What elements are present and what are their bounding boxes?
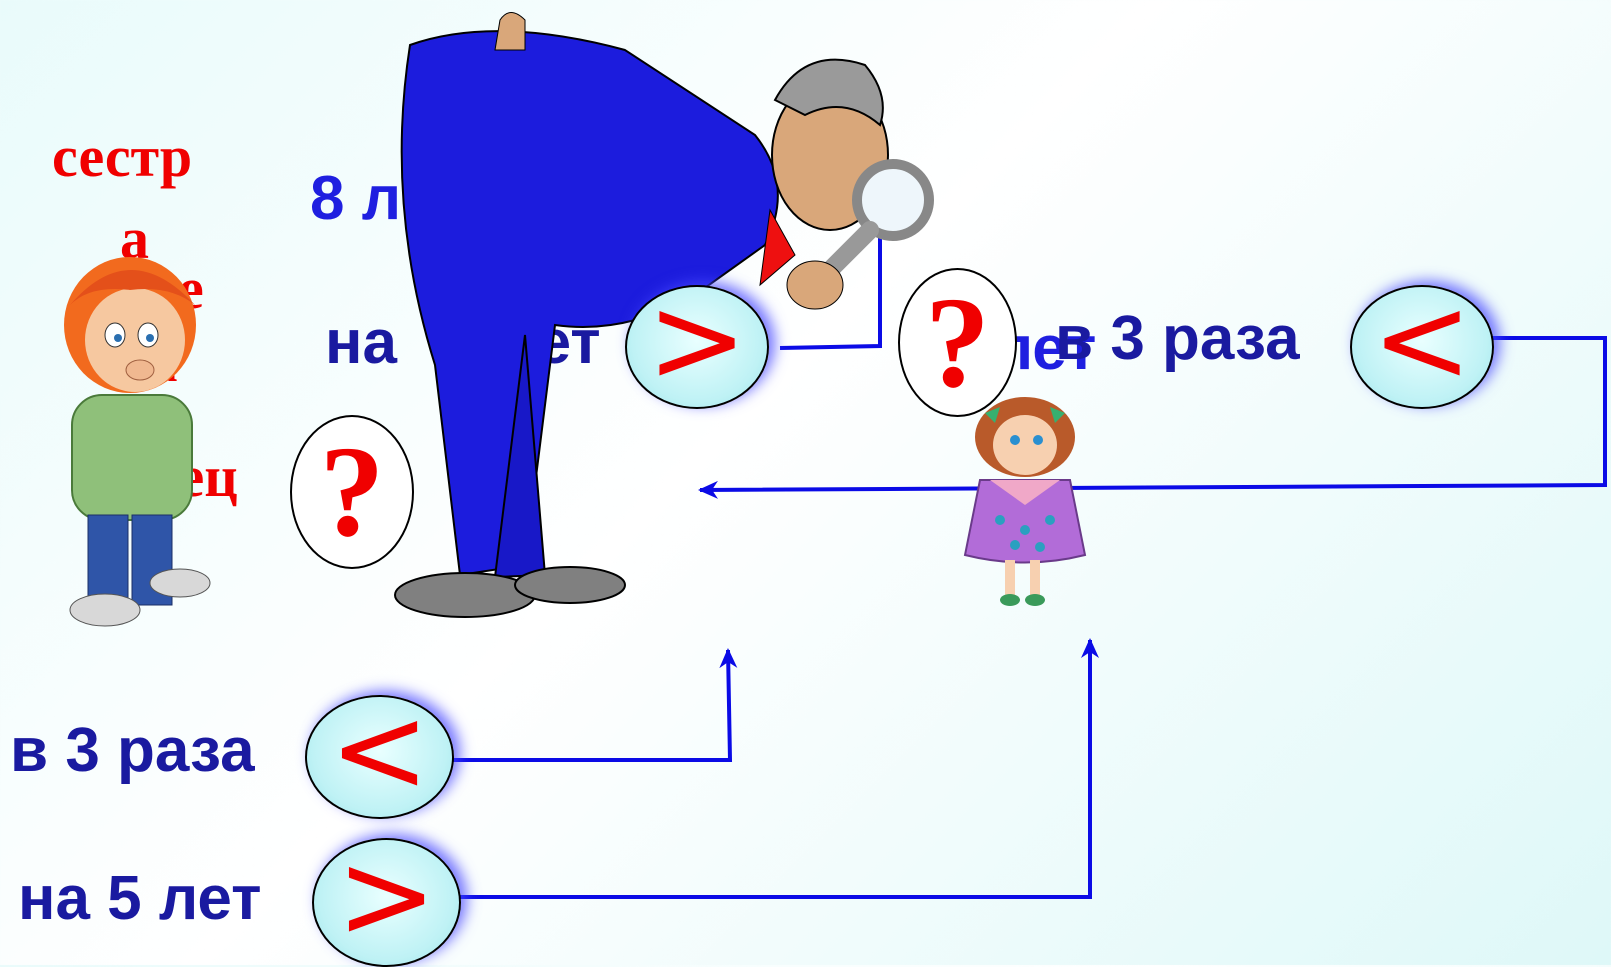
arrow-right-to-center [698, 336, 1607, 499]
girl-illustration [963, 397, 1087, 606]
question-oval-left[interactable]: ? [290, 415, 414, 569]
question-oval-right[interactable]: ? [898, 268, 1017, 417]
boy-illustration [64, 257, 211, 627]
label-na-top: на [325, 308, 397, 377]
less-than-oval-bottom[interactable]: < [305, 691, 454, 819]
less-than-oval-right[interactable]: < [1350, 281, 1494, 409]
label-v3raza-right: в 3 раза [1055, 304, 1300, 373]
label-na5let-bottom: на 5 лет [18, 864, 262, 933]
label-eight-years-top: 8 л [310, 164, 402, 233]
role-sister-part1: сестр [52, 124, 193, 189]
arrow-bottom-right-up [460, 638, 1099, 899]
greater-than-oval-top[interactable]: > [625, 281, 769, 409]
greater-than-oval-bottom[interactable]: > [312, 836, 461, 967]
arrow-bottom-left-up [445, 648, 738, 762]
detective-illustration [394, 12, 934, 618]
label-v3raza-bottom: в 3 раза [10, 716, 255, 785]
